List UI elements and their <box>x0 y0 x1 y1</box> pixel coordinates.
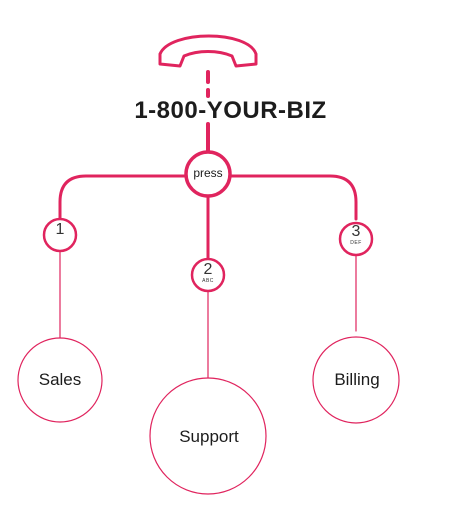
key-2-node <box>190 257 226 293</box>
destination-sales: Sales <box>38 370 82 389</box>
support-node <box>149 377 267 495</box>
press-label: press <box>193 166 223 180</box>
key-1-node <box>42 217 78 253</box>
key-3-node <box>338 221 374 257</box>
key-1-label: 1 <box>44 222 76 239</box>
sales-node <box>17 337 103 423</box>
phone-number-title: 1-800-YOUR-BIZ <box>134 97 327 124</box>
key-2-letters: ABC <box>202 278 214 284</box>
key-1-digit: 1 <box>55 221 65 238</box>
key-2-label: 2 ABC <box>192 262 224 284</box>
key-3-digit: 3 <box>351 223 361 240</box>
key-2-digit: 2 <box>203 261 213 278</box>
billing-node <box>312 336 400 424</box>
destination-billing: Billing <box>334 370 380 389</box>
phone-handset-icon <box>158 34 258 68</box>
branch-left <box>58 174 188 221</box>
branch-right <box>228 174 358 221</box>
key-3-label: 3 DEF <box>340 224 372 246</box>
destination-support: Support <box>179 427 239 446</box>
press-node <box>184 150 232 198</box>
key-3-letters: DEF <box>350 240 362 246</box>
